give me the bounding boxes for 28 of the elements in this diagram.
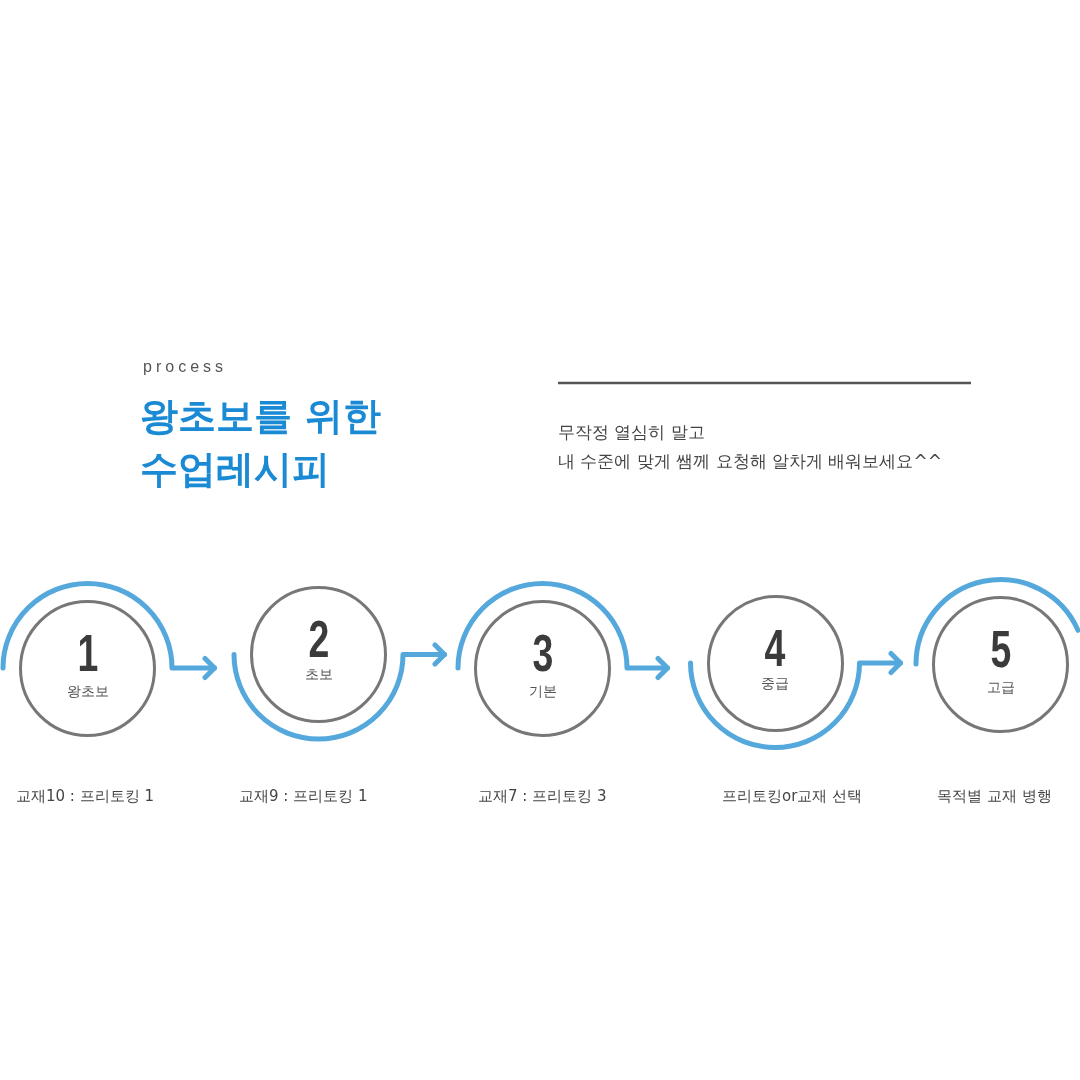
- step-label: 중급: [761, 675, 789, 692]
- step-circle: [19, 599, 156, 737]
- step-note: 교재7 : 프리토킹 3: [478, 788, 607, 806]
- step-circle: [474, 599, 611, 737]
- arc-line: [913, 577, 1080, 667]
- arrow: [231, 642, 447, 742]
- step-number: 3: [532, 626, 553, 679]
- step-circle: [706, 594, 844, 732]
- step-note: 프리토킹or교재 선택: [722, 788, 863, 806]
- step-note: 교재9 : 프리토킹 1: [239, 788, 368, 806]
- arrow: [455, 581, 670, 680]
- arrow: [688, 651, 903, 750]
- step-circle: [250, 586, 387, 723]
- step-label: 기본: [528, 683, 557, 700]
- step-circle: [932, 595, 1069, 733]
- step-number: 5: [990, 622, 1011, 675]
- step-number: 1: [77, 626, 98, 679]
- step-number: 2: [308, 613, 329, 665]
- step-note: 교재10 : 프리토킹 1: [16, 788, 154, 806]
- step-label: 초보: [304, 667, 333, 683]
- step-label: 고급: [986, 679, 1015, 696]
- step-number: 4: [764, 621, 786, 674]
- step-label: 왕초보: [66, 683, 109, 700]
- description-text: 내 수준에 맞게 쌤께 요청해 알차게 배워보세요^^: [558, 452, 942, 472]
- step-note: 목적별 교재 병행: [937, 788, 1052, 806]
- title: 왕초보를 위한 수업레시피: [140, 393, 383, 493]
- subtitle: process: [143, 357, 228, 377]
- description-text: 무작정 열심히 말고: [558, 423, 705, 443]
